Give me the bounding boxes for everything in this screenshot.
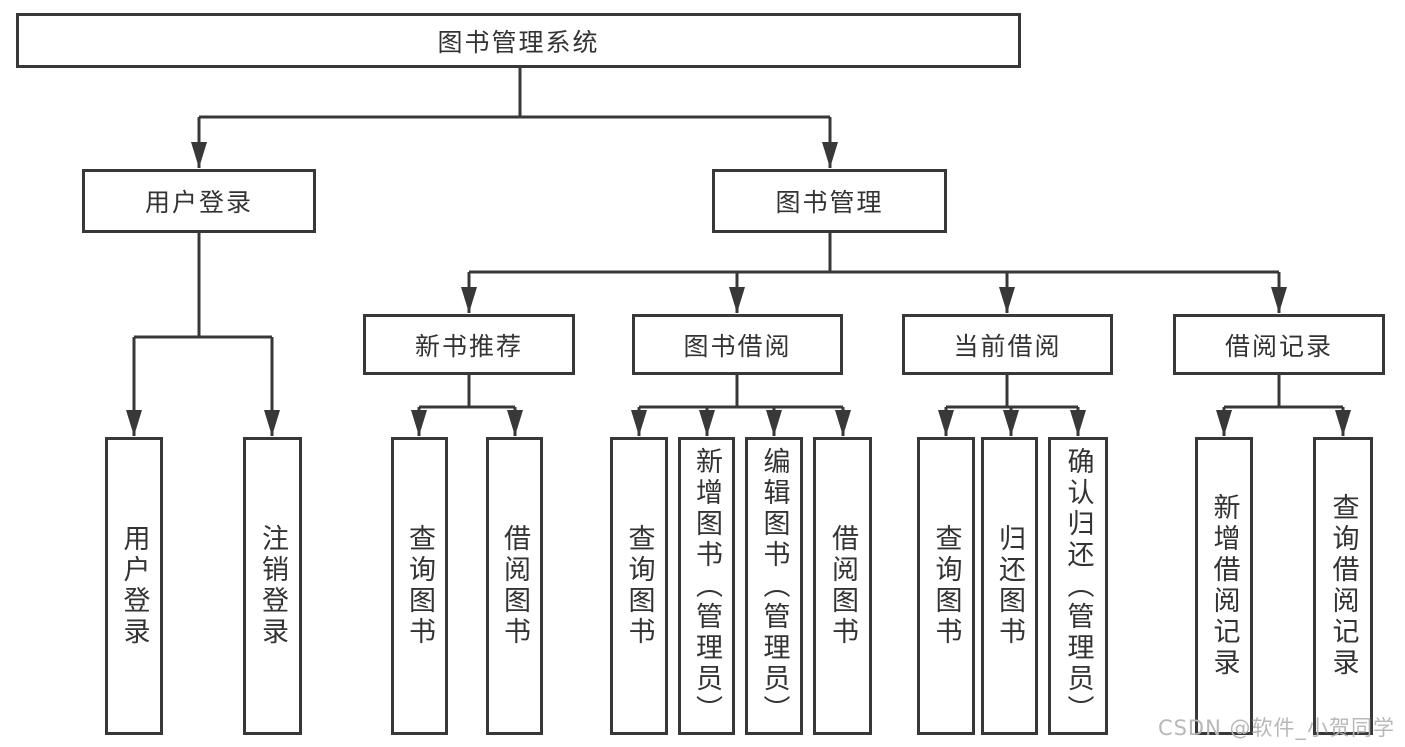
node-user-login: 用户登录	[82, 169, 316, 233]
node-book-management-label: 图书管理	[775, 188, 884, 217]
leaf-add-borrow-record-label: 新增借阅记录	[1208, 493, 1240, 679]
leaf-query-books-current: 查询图书	[917, 437, 975, 735]
leaf-borrow-books-recommend: 借阅图书	[486, 437, 543, 735]
node-current-borrowing-label: 当前借阅	[953, 331, 1062, 361]
leaf-add-books-admin-label: 新增图书（管理员）	[691, 446, 722, 726]
leaf-borrow-books-label: 借阅图书	[827, 524, 858, 648]
leaf-edit-books-admin-label: 编辑图书（管理员）	[758, 446, 790, 726]
node-new-book-recommendation-label: 新书推荐	[414, 331, 523, 361]
leaf-return-books: 归还图书	[981, 437, 1038, 735]
node-book-borrowing: 图书借阅	[632, 314, 843, 375]
node-book-management: 图书管理	[712, 169, 947, 233]
node-new-book-recommendation: 新书推荐	[363, 314, 575, 375]
leaf-query-books-borrowing-label: 查询图书	[623, 524, 655, 648]
leaf-query-books-recommend-label: 查询图书	[404, 524, 435, 648]
node-borrowing-records: 借阅记录	[1173, 314, 1385, 375]
csdn-watermark: CSDN @软件_小贺同学	[1157, 716, 1395, 740]
leaf-return-books-label: 归还图书	[994, 524, 1025, 648]
node-book-borrowing-label: 图书借阅	[683, 331, 792, 361]
leaf-logout: 注销登录	[243, 437, 302, 735]
node-user-login-label: 用户登录	[144, 188, 253, 217]
node-borrowing-records-label: 借阅记录	[1224, 331, 1333, 361]
leaf-borrow-books-recommend-label: 借阅图书	[499, 524, 530, 648]
node-current-borrowing: 当前借阅	[902, 314, 1113, 375]
leaf-query-borrow-record: 查询借阅记录	[1313, 437, 1373, 735]
node-root: 图书管理系统	[16, 13, 1021, 68]
leaf-query-books-borrowing: 查询图书	[610, 437, 668, 735]
leaf-query-borrow-record-label: 查询借阅记录	[1327, 493, 1359, 679]
leaf-query-books-recommend: 查询图书	[391, 437, 448, 735]
leaf-logout-label: 注销登录	[257, 524, 288, 648]
leaf-user-login-label: 用户登录	[118, 524, 150, 648]
leaf-borrow-books: 借阅图书	[813, 437, 872, 735]
leaf-confirm-return-admin-label: 确认归还（管理员）	[1062, 446, 1094, 726]
leaf-add-borrow-record: 新增借阅记录	[1195, 437, 1253, 735]
leaf-add-books-admin: 新增图书（管理员）	[678, 437, 735, 735]
leaf-edit-books-admin: 编辑图书（管理员）	[745, 437, 803, 735]
node-root-label: 图书管理系统	[437, 27, 600, 57]
leaf-user-login: 用户登录	[105, 437, 163, 735]
leaf-query-books-current-label: 查询图书	[930, 524, 962, 648]
leaf-confirm-return-admin: 确认归还（管理员）	[1048, 437, 1108, 735]
